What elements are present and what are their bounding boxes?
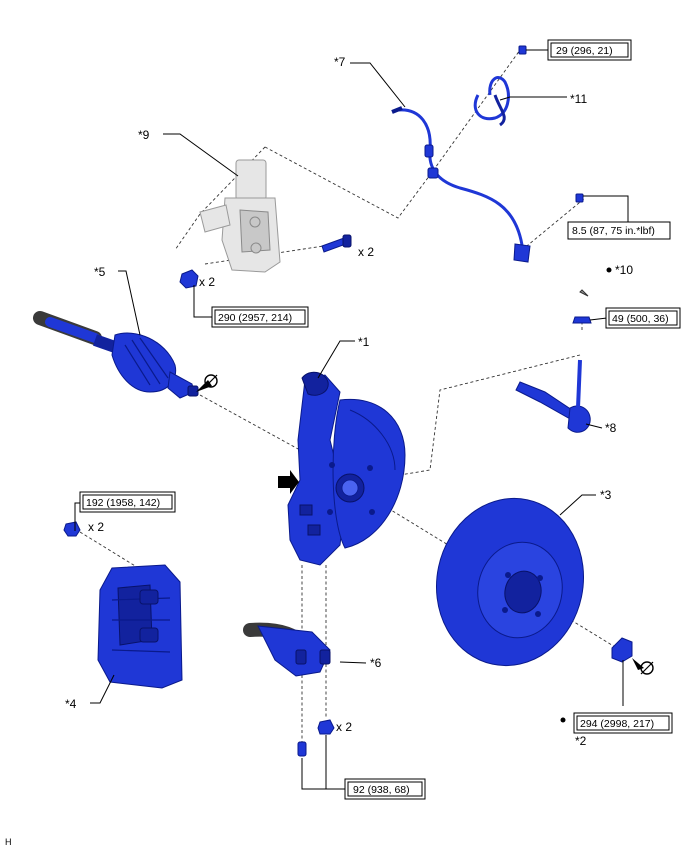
quantity-caliper-bolt: x 2 — [88, 520, 104, 534]
callout-1: *1 — [358, 335, 370, 349]
assembly-lines — [79, 49, 621, 750]
steering-knuckle — [287, 371, 406, 566]
hub-nut-direction-arrow-icon — [632, 658, 654, 675]
hub-nut-icon — [611, 637, 633, 663]
callout-11: *11 — [570, 92, 587, 106]
torque-box-49: 49 (500, 36) — [605, 307, 681, 329]
drive-shaft-direction-arrow-icon — [196, 374, 218, 392]
torque-box-294: 294 (2998, 217) — [573, 712, 673, 734]
clamp-bolt-icon — [518, 45, 527, 55]
strut-assembly — [199, 159, 281, 273]
strut-nut-icon — [179, 269, 199, 289]
quantity-arm-nut: x 2 — [336, 720, 352, 734]
torque-box-29: 29 (296, 21) — [547, 39, 632, 61]
svg-text:294 (2998, 217): 294 (2998, 217) — [580, 718, 654, 730]
callout-4: *4 — [65, 697, 77, 711]
leader-lines — [74, 49, 629, 790]
strut-bolt-icon — [321, 234, 352, 253]
callout-5: *5 — [94, 265, 106, 279]
torque-box-92: 92 (938, 68) — [344, 778, 426, 800]
sensor-clamp — [473, 76, 510, 127]
callout-2: *2 — [575, 734, 587, 748]
sensor-bolt-icon — [575, 193, 584, 203]
svg-text:192 (1958, 142): 192 (1958, 142) — [86, 497, 160, 509]
figure-code: H — [5, 837, 12, 847]
callout-3: *3 — [600, 488, 612, 502]
callout-7: *7 — [334, 55, 346, 69]
svg-text:290 (2957, 214): 290 (2957, 214) — [218, 312, 292, 324]
tie-rod-nut-icon — [572, 316, 592, 324]
quantity-strut-bolt: x 2 — [358, 245, 374, 259]
lower-suspension-arm — [243, 622, 331, 677]
arm-bolt-icon — [297, 741, 307, 757]
callout-8: *8 — [605, 421, 617, 435]
brake-disc-rotor — [435, 497, 585, 667]
svg-text:49 (500, 36): 49 (500, 36) — [612, 313, 669, 325]
svg-text:29 (296, 21): 29 (296, 21) — [556, 45, 613, 57]
non-reusable-mark-icon — [560, 717, 566, 723]
caliper-bolt-icon — [63, 521, 81, 537]
torque-box-192: 192 (1958, 142) — [79, 491, 176, 513]
knuckle-direction-arrow-icon — [278, 470, 299, 494]
callout-10: *10 — [615, 263, 633, 277]
arm-nut-icon — [317, 719, 335, 735]
torque-box-290: 290 (2957, 214) — [211, 306, 309, 328]
quantity-strut-nut: x 2 — [199, 275, 215, 289]
svg-text:8.5 (87, 75 in.*lbf): 8.5 (87, 75 in.*lbf) — [572, 225, 655, 237]
callout-6: *6 — [370, 656, 382, 670]
speed-sensor-wire — [391, 106, 531, 263]
brake-caliper — [97, 564, 183, 689]
svg-text:92 (938, 68): 92 (938, 68) — [353, 784, 410, 796]
callout-9: *9 — [138, 128, 150, 142]
tie-rod-end — [515, 359, 591, 433]
torque-box-8-5: 8.5 (87, 75 in.*lbf) — [567, 221, 671, 240]
drive-shaft — [33, 311, 199, 399]
cotter-pin-icon — [579, 267, 612, 297]
